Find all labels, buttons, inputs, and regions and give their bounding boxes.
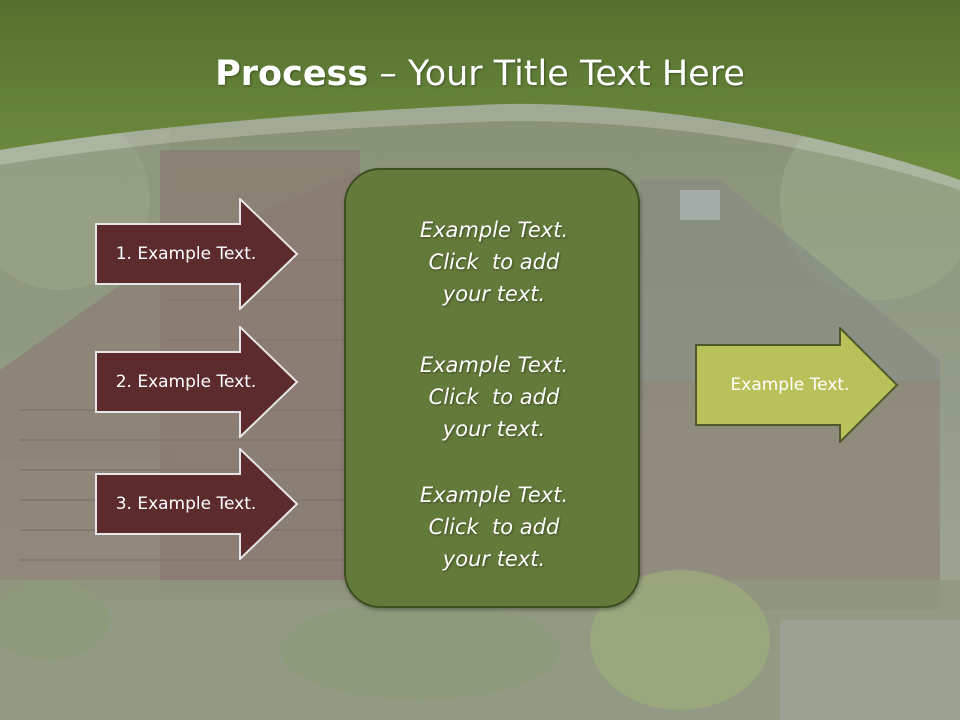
center-process-box[interactable]: Example Text. Click to add your text. Exam… (344, 168, 640, 608)
title-bold: Process (215, 54, 369, 94)
arrow-shape (95, 196, 299, 312)
input-arrow-label: 3. Example Text. (115, 494, 257, 514)
center-text-line: Click to add (428, 385, 560, 409)
center-text-line: Example Text. (419, 218, 569, 242)
center-text-line: Example Text. (419, 483, 569, 507)
center-text-line: Click to add (428, 250, 560, 274)
slide-title: Process – Your Title Text Here (0, 52, 960, 96)
input-arrow-2[interactable]: 2. Example Text. (95, 324, 300, 440)
input-arrow-label: 2. Example Text. (115, 372, 257, 392)
center-text-1: Example Text. Click to add your text. (346, 214, 642, 310)
title-rest: – Your Title Text Here (368, 54, 745, 94)
output-arrow[interactable]: Example Text. (695, 325, 900, 445)
center-text-line: Example Text. (419, 353, 569, 377)
center-text-line: Click to add (428, 515, 560, 539)
input-arrow-1[interactable]: 1. Example Text. (95, 196, 300, 312)
center-text-line: your text. (442, 417, 546, 441)
input-arrow-3[interactable]: 3. Example Text. (95, 446, 300, 562)
center-text-line: your text. (442, 547, 546, 571)
output-arrow-label: Example Text. (730, 375, 850, 395)
center-text-line: your text. (442, 282, 546, 306)
header-band (0, 0, 960, 190)
center-text-3: Example Text. Click to add your text. (346, 479, 642, 575)
arrow-shape (95, 324, 299, 440)
arrow-shape (95, 446, 299, 562)
center-text-2: Example Text. Click to add your text. (346, 349, 642, 445)
arrow-shape (695, 325, 899, 445)
input-arrow-label: 1. Example Text. (115, 244, 257, 264)
